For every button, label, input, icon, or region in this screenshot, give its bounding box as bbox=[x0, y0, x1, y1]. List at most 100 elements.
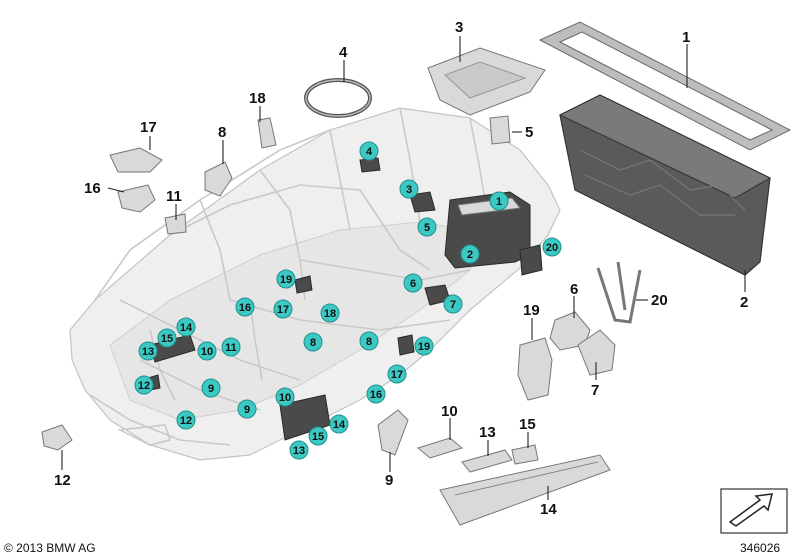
bubble-10a: 10 bbox=[197, 341, 217, 361]
svg-text:7: 7 bbox=[450, 299, 456, 311]
svg-text:9: 9 bbox=[244, 404, 250, 416]
svg-text:6: 6 bbox=[410, 278, 416, 290]
part-15-clip bbox=[511, 444, 539, 465]
bubble-3: 3 bbox=[399, 179, 419, 199]
callout-labels: 1 2 3 4 5 6 7 8 9 10 11 12 13 14 15 16 1… bbox=[54, 19, 748, 518]
part-5-box bbox=[489, 115, 511, 145]
part-2-storage-bin bbox=[558, 94, 772, 276]
svg-text:19: 19 bbox=[280, 274, 292, 286]
svg-text:11: 11 bbox=[225, 342, 237, 354]
svg-text:9: 9 bbox=[208, 383, 214, 395]
leader-lines bbox=[61, 36, 746, 500]
svg-text:14: 14 bbox=[180, 322, 193, 334]
bubble-17b: 17 bbox=[387, 364, 407, 384]
svg-text:4: 4 bbox=[366, 146, 373, 158]
callout-18: 18 bbox=[249, 90, 266, 107]
bubble-18: 18 bbox=[320, 303, 340, 323]
svg-text:5: 5 bbox=[424, 222, 430, 234]
part-10-plate bbox=[416, 437, 464, 459]
bubble-6: 6 bbox=[403, 273, 423, 293]
bubble-5: 5 bbox=[417, 217, 437, 237]
view-arrow-icon[interactable] bbox=[720, 488, 788, 534]
bubble-4: 4 bbox=[359, 141, 379, 161]
callout-4: 4 bbox=[339, 44, 348, 61]
bubble-9b: 9 bbox=[237, 399, 257, 419]
bubble-15b: 15 bbox=[308, 426, 328, 446]
svg-text:17: 17 bbox=[391, 369, 403, 381]
part-9-bracket bbox=[377, 409, 409, 456]
svg-text:12: 12 bbox=[138, 380, 150, 392]
bubble-20: 20 bbox=[542, 237, 562, 257]
callout-19: 19 bbox=[523, 302, 540, 319]
part-11-clip bbox=[164, 213, 187, 235]
bubble-8b: 8 bbox=[359, 331, 379, 351]
part-4-ring bbox=[304, 78, 372, 118]
callout-10: 10 bbox=[441, 403, 458, 420]
bubble-7: 7 bbox=[443, 294, 463, 314]
svg-text:20: 20 bbox=[546, 242, 558, 254]
svg-text:18: 18 bbox=[324, 308, 336, 320]
svg-text:16: 16 bbox=[239, 302, 251, 314]
callout-16: 16 bbox=[84, 180, 101, 197]
bubble-13b: 13 bbox=[289, 440, 309, 460]
bubble-14a: 14 bbox=[176, 317, 196, 337]
bubble-16a: 16 bbox=[235, 297, 255, 317]
bubble-1: 1 bbox=[489, 191, 509, 211]
svg-text:10: 10 bbox=[201, 346, 213, 358]
callout-2: 2 bbox=[740, 294, 748, 311]
copyright-text: © 2013 BMW AG bbox=[4, 541, 96, 555]
callout-5: 5 bbox=[525, 124, 533, 141]
part-17-bracket bbox=[109, 147, 163, 173]
svg-text:10: 10 bbox=[279, 392, 291, 404]
svg-text:13: 13 bbox=[142, 346, 154, 358]
svg-text:14: 14 bbox=[333, 419, 346, 431]
callout-13: 13 bbox=[479, 424, 496, 441]
svg-text:8: 8 bbox=[366, 336, 372, 348]
svg-text:15: 15 bbox=[161, 333, 173, 345]
part-20-bracket bbox=[596, 261, 642, 324]
bubble-19a: 19 bbox=[276, 269, 296, 289]
callout-20: 20 bbox=[651, 292, 668, 309]
bubble-11: 11 bbox=[221, 337, 241, 357]
svg-text:1: 1 bbox=[496, 196, 502, 208]
bubble-17a: 17 bbox=[273, 299, 293, 319]
svg-text:3: 3 bbox=[406, 184, 412, 196]
callout-11: 11 bbox=[166, 188, 182, 205]
svg-text:12: 12 bbox=[180, 415, 192, 427]
svg-text:17: 17 bbox=[277, 304, 289, 316]
callout-9: 9 bbox=[385, 472, 393, 489]
bubble-14b: 14 bbox=[329, 414, 349, 434]
bubble-labels: 1 2 3 4 5 6 7 8 8 9 9 10 10 11 12 12 13 … bbox=[134, 141, 562, 460]
svg-text:2: 2 bbox=[467, 249, 473, 261]
image-number: 346026 bbox=[740, 541, 781, 555]
callout-6: 6 bbox=[570, 281, 578, 298]
svg-text:16: 16 bbox=[370, 389, 382, 401]
part-18-bracket bbox=[257, 117, 277, 149]
callout-17: 17 bbox=[140, 119, 157, 136]
callout-1: 1 bbox=[682, 29, 690, 46]
part-19-bracket: 19 bbox=[517, 302, 553, 401]
part-13-plate bbox=[461, 449, 513, 473]
bubble-9a: 9 bbox=[201, 378, 221, 398]
bubble-12b: 12 bbox=[176, 410, 196, 430]
bubble-15a: 15 bbox=[157, 328, 177, 348]
part-3-tray bbox=[427, 47, 546, 116]
svg-text:15: 15 bbox=[312, 431, 324, 443]
svg-text:8: 8 bbox=[310, 337, 316, 349]
part-7-bracket bbox=[577, 329, 616, 376]
bubble-16b: 16 bbox=[366, 384, 386, 404]
bubble-8a: 8 bbox=[303, 332, 323, 352]
bubble-10b: 10 bbox=[275, 387, 295, 407]
bubble-12a: 12 bbox=[134, 375, 154, 395]
bubble-2: 2 bbox=[460, 244, 480, 264]
part-16-bracket bbox=[117, 184, 156, 213]
part-14-sill bbox=[439, 454, 611, 526]
part-12-bracket bbox=[41, 424, 73, 451]
part-8-bracket bbox=[204, 161, 233, 197]
svg-text:13: 13 bbox=[293, 445, 305, 457]
car-body-shell bbox=[69, 107, 561, 461]
callout-7: 7 bbox=[591, 382, 599, 399]
part-1-frame bbox=[538, 21, 792, 151]
callout-8: 8 bbox=[218, 124, 226, 141]
callout-3: 3 bbox=[455, 19, 463, 36]
